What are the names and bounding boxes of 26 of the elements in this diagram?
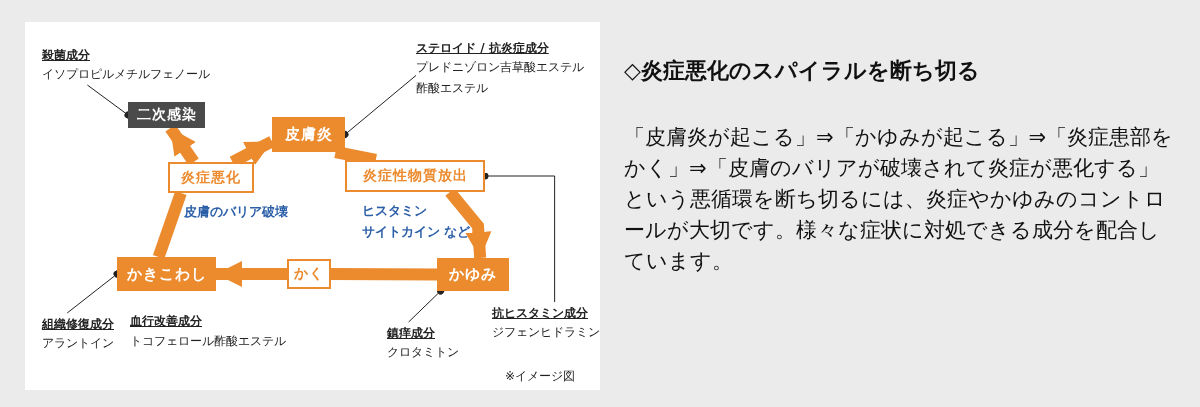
ingredient-heading: ステロイド / 抗炎症成分 xyxy=(416,40,549,57)
note: ※イメージ図 xyxy=(505,368,576,385)
ingredient-heading: 組織修復成分 xyxy=(42,316,114,333)
ingredient-name: ジフェンヒドラミン xyxy=(492,324,600,341)
ingredient-name: アラントイン xyxy=(42,335,114,352)
annotation-text: サイトカイン など xyxy=(362,224,471,241)
ingredient-heading: 鎮痒成分 xyxy=(387,325,435,342)
paragraph: 「皮膚炎が起こる」⇒「かゆみが起こる」⇒「炎症患部をかく」⇒「皮膚のバリアが破壊されて炎症が悪化する」という悪循環を断ち切るには、炎症やかゆみのコントロールが大切です。様々な症状に対処できる成分を配合しています。 xyxy=(624,124,1175,275)
process-box: 二次感染 xyxy=(128,102,205,128)
ingredient-heading: 抗ヒスタミン成分 xyxy=(492,305,588,322)
arrow xyxy=(216,261,287,287)
process-box: 皮膚炎 xyxy=(272,117,345,152)
ingredient-heading: 血行改善成分 xyxy=(130,313,202,330)
process-box: かく xyxy=(287,259,331,289)
process-box: 炎症悪化 xyxy=(168,162,254,193)
heading: ◇炎症悪化のスパイラルを断ち切る xyxy=(624,57,980,85)
ingredient-name: プレドニゾロン吉草酸エステル酢酸エステル xyxy=(416,59,585,97)
annotation-text: 皮膚のバリア破壊 xyxy=(184,203,288,221)
ingredient-name: イソプロピルメチルフェノール xyxy=(42,66,210,83)
process-box: 炎症性物質放出 xyxy=(345,160,485,192)
annotation-text: ヒスタミン xyxy=(362,203,427,220)
ingredient-heading: 殺菌成分 xyxy=(42,47,90,64)
ingredient-name: クロタミトン xyxy=(387,344,459,361)
ingredient-name: トコフェロール酢酸エステル xyxy=(130,333,286,350)
process-box: かきこわし xyxy=(117,257,216,291)
process-box: かゆみ xyxy=(437,258,509,291)
